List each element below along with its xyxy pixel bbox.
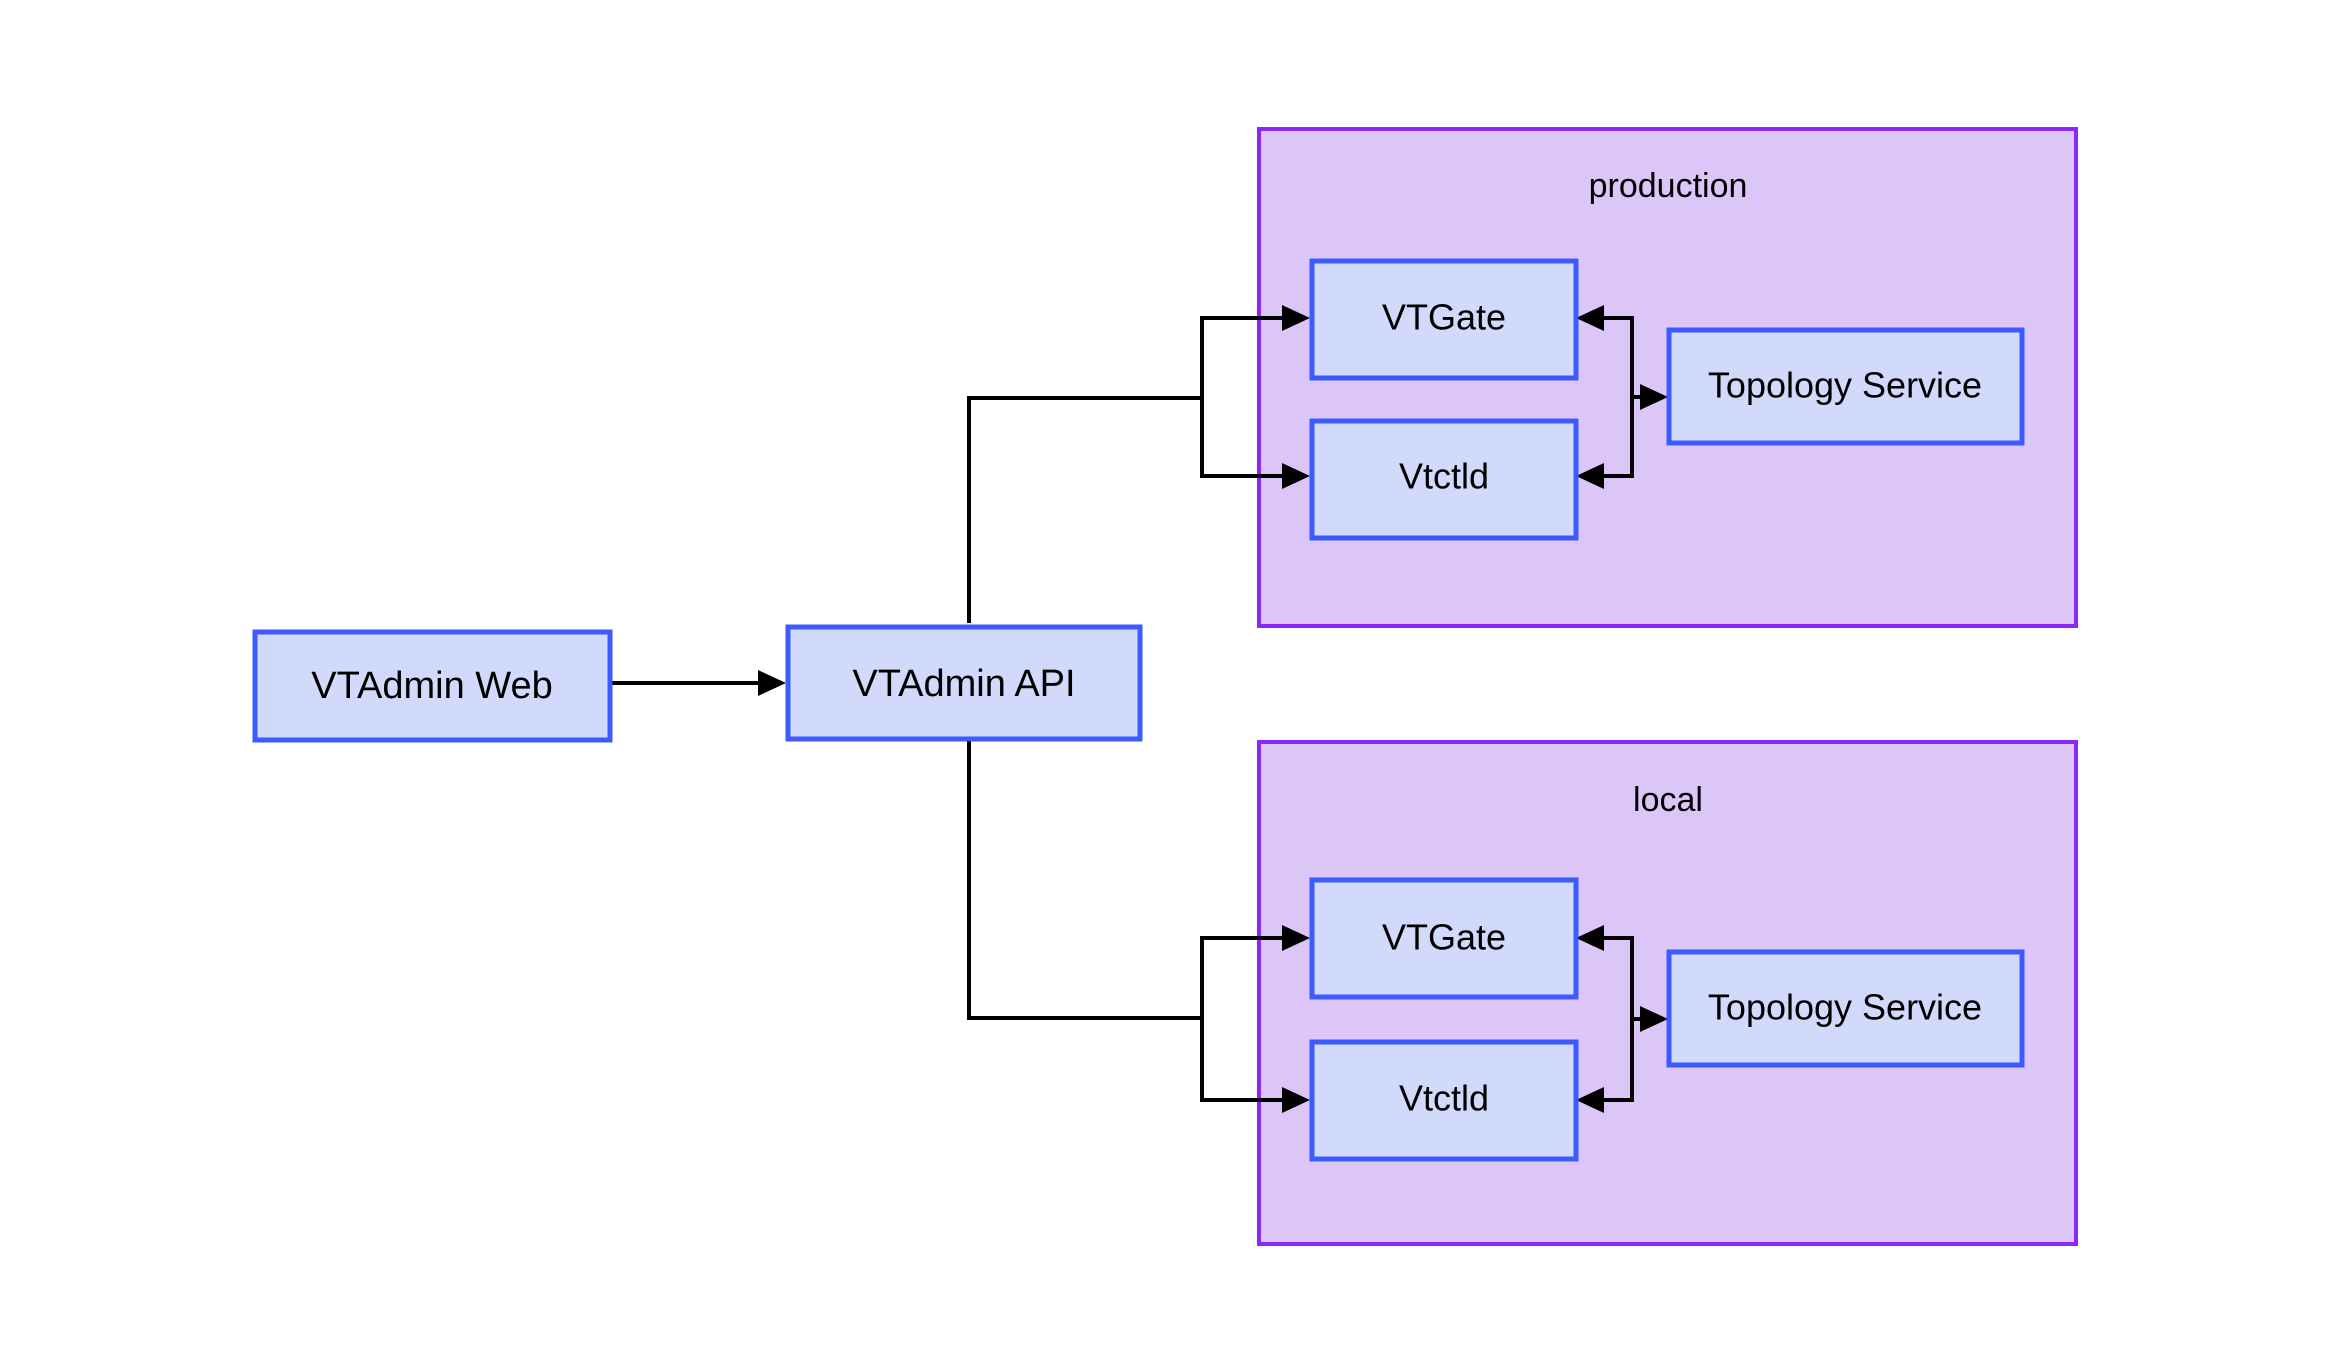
- edge-api-to-local-vtctld-branch: [1200, 1018, 1292, 1102]
- node-production-vtctld[interactable]: Vtctld: [1309, 418, 1579, 541]
- node-production-topology-service[interactable]: Topology Service: [1666, 327, 2025, 446]
- edge-production-topology: [1576, 305, 1668, 489]
- node-production-topology-service-label: Topology Service: [1708, 365, 1982, 406]
- cluster-production-label: production: [1589, 167, 1748, 205]
- edge-api-to-production-vtgate-arrowhead: [1282, 305, 1310, 331]
- node-local-vtgate-rect[interactable]: [1309, 877, 1579, 1000]
- node-local-vtctld[interactable]: Vtctld: [1309, 1039, 1579, 1162]
- node-vtadmin-api-label: VTAdmin API: [852, 663, 1075, 705]
- edge-api-to-production-vtctld-branch: [1200, 398, 1292, 478]
- node-local-topology-service-rect[interactable]: [1666, 949, 2025, 1068]
- node-vtadmin-api[interactable]: VTAdmin API: [785, 624, 1143, 742]
- node-production-vtctld-label: Vtctld: [1399, 456, 1489, 497]
- edge-production-to-vtgate-arrowhead: [1576, 305, 1604, 331]
- edge-api-to-production: [967, 305, 1310, 623]
- node-production-vtctld-rect[interactable]: [1309, 418, 1579, 541]
- node-local-vtctld-rect[interactable]: [1309, 1039, 1579, 1162]
- node-local-vtgate[interactable]: VTGate: [1309, 877, 1579, 1000]
- node-vtadmin-web-label: VTAdmin Web: [311, 665, 552, 707]
- edge-api-to-production-vtgate-branch: [1200, 316, 1292, 398]
- node-production-vtgate-label: VTGate: [1382, 297, 1506, 338]
- node-local-vtgate-label: VTGate: [1382, 917, 1506, 958]
- edge-api-to-local-trunk: [967, 740, 1202, 1020]
- node-vtadmin-web-rect[interactable]: [252, 629, 613, 743]
- edge-api-to-production-vtctld-arrowhead: [1282, 463, 1310, 489]
- edge-production-to-vtctld-arrowhead: [1576, 463, 1604, 489]
- cluster-local-label: local: [1633, 781, 1703, 819]
- edge-api-to-production-trunk: [967, 396, 1202, 623]
- node-vtadmin-web[interactable]: VTAdmin Web: [252, 629, 613, 743]
- edge-local-to-vtctld-arrowhead: [1576, 1087, 1604, 1113]
- node-local-topology-service[interactable]: Topology Service: [1666, 949, 2025, 1068]
- node-production-topology-service-rect[interactable]: [1666, 327, 2025, 446]
- edge-local-to-topology-arrowhead: [1640, 1006, 1668, 1032]
- edge-local-to-vtgate-arrowhead: [1576, 925, 1604, 951]
- edge-web-to-api-arrowhead: [758, 670, 786, 696]
- edge-api-to-local-vtgate-branch: [1200, 936, 1292, 1018]
- edge-api-to-local-vtgate-arrowhead: [1282, 925, 1310, 951]
- node-production-vtgate-rect[interactable]: [1309, 258, 1579, 381]
- edge-api-to-local: [967, 740, 1310, 1113]
- node-local-vtctld-label: Vtctld: [1399, 1078, 1489, 1119]
- edge-local-topology: [1576, 925, 1668, 1113]
- edge-production-to-topology-arrowhead: [1640, 384, 1668, 410]
- node-production-vtgate[interactable]: VTGate: [1309, 258, 1579, 381]
- edge-api-to-local-vtctld-arrowhead: [1282, 1087, 1310, 1113]
- node-vtadmin-api-rect[interactable]: [785, 624, 1143, 742]
- edge-web-to-api: [610, 670, 786, 696]
- node-local-topology-service-label: Topology Service: [1708, 987, 1982, 1028]
